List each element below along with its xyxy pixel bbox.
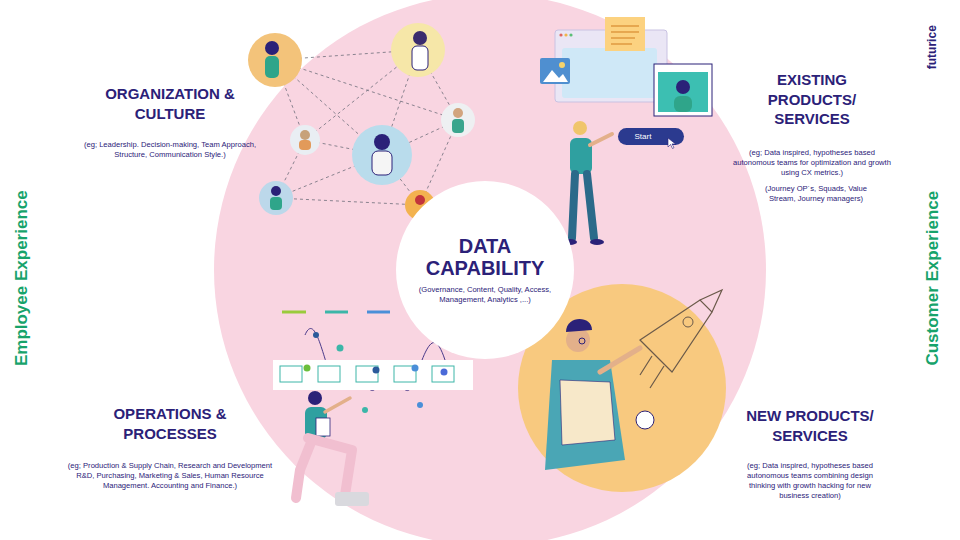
standing-man — [563, 121, 612, 245]
art-rect — [658, 72, 708, 112]
button-label: Start — [635, 132, 652, 142]
art-line — [590, 134, 612, 145]
art-line — [572, 174, 575, 238]
art-circle — [214, 0, 766, 540]
art-rect — [318, 366, 340, 382]
art-circle — [559, 62, 565, 68]
network-people — [248, 23, 475, 220]
art-path — [640, 290, 722, 388]
art-rect — [570, 138, 592, 174]
art-rect — [316, 418, 330, 436]
section-description: (eg; Data inspired, hypotheses based aut… — [734, 461, 886, 500]
side-label: Customer Experience — [923, 191, 943, 366]
art-circle — [413, 31, 427, 45]
art-circle — [259, 181, 293, 215]
node-title: DATA CAPABILITY — [417, 235, 554, 279]
art-circle — [352, 125, 412, 185]
art-rect — [273, 360, 473, 390]
section-heading: OPERATIONS & PROCESSES — [85, 404, 255, 443]
art-line — [587, 174, 594, 238]
art-rect — [372, 151, 392, 175]
art-circle — [569, 33, 572, 36]
art-circle — [308, 391, 322, 405]
art-circle — [573, 121, 587, 135]
art-rect — [452, 119, 464, 133]
art-path — [566, 319, 592, 332]
pink-ring — [214, 0, 766, 540]
art-circle — [683, 317, 693, 327]
art-rect — [265, 56, 279, 78]
section-heading: EXISTING PRODUCTS/ SERVICES — [737, 70, 887, 129]
art-circle — [248, 33, 302, 87]
art-line — [276, 198, 420, 205]
art-circle — [417, 402, 423, 408]
node-subtitle: (Governance, Content, Quality, Access, M… — [417, 285, 554, 305]
art-rect — [280, 366, 302, 382]
section-description: (eg; Production & Supply Chain, Research… — [63, 461, 278, 491]
art-circle — [676, 80, 690, 94]
art-line — [367, 311, 390, 314]
art-rect — [605, 17, 645, 51]
art-line — [325, 311, 348, 314]
art-circle — [415, 195, 425, 205]
art-rect — [540, 58, 570, 84]
art-circle — [391, 23, 445, 77]
art-line — [611, 25, 639, 26]
sitting-person — [296, 391, 369, 506]
art-circle — [300, 130, 310, 140]
art-line — [282, 311, 306, 314]
art-circle — [579, 338, 585, 344]
art-path — [296, 440, 312, 498]
art-circle — [564, 33, 567, 36]
art-path — [668, 138, 676, 149]
section-heading: ORGANIZATION & CULTURE — [85, 84, 255, 123]
art-line — [325, 398, 350, 412]
node-text-wrap: DATA CAPABILITY (Governance, Content, Qua… — [417, 235, 554, 305]
art-circle — [636, 411, 654, 429]
art-circle — [337, 345, 344, 352]
section-description: (eg; Data inspired, hypotheses based aut… — [732, 148, 892, 178]
art-line — [611, 31, 639, 32]
art-circle — [412, 365, 419, 372]
brand-logo: futurice — [925, 25, 939, 69]
art-rect — [412, 46, 428, 70]
art-rect — [270, 197, 282, 210]
art-circle — [441, 369, 448, 376]
art-rect — [299, 140, 311, 150]
art-path — [543, 70, 568, 82]
art-rect — [674, 96, 692, 112]
art-circle — [559, 33, 562, 36]
browser-windows — [540, 17, 712, 149]
art-circle — [441, 103, 475, 137]
art-rect — [562, 48, 657, 98]
art-circle — [271, 186, 281, 196]
section-description: (eg; Leadership. Decision-making, Team A… — [81, 140, 259, 160]
art-circle — [373, 367, 380, 374]
art-circle — [362, 407, 368, 413]
art-rect — [335, 492, 369, 506]
art-line — [611, 37, 635, 38]
circle-shape — [396, 181, 574, 359]
art-path — [545, 360, 625, 470]
art-path — [640, 300, 712, 372]
rocket-person — [545, 290, 722, 470]
section-heading: NEW PRODUCTS/ SERVICES — [735, 406, 885, 445]
art-rect — [432, 366, 454, 382]
art-line — [611, 43, 632, 44]
art-line — [600, 348, 640, 372]
art-ellipse — [590, 239, 604, 245]
art-path — [560, 380, 615, 445]
art-circle — [453, 108, 463, 118]
art-circle — [290, 125, 320, 155]
data-capability-circle: DATA CAPABILITY (Governance, Content, Qua… — [395, 180, 575, 360]
art-circle — [265, 41, 279, 55]
art-circle — [304, 365, 311, 372]
section-note: (Journey OP´s, Squads, Value Stream, Jou… — [752, 184, 880, 204]
art-circle — [374, 134, 390, 150]
art-circle — [313, 332, 319, 338]
side-label: Employee Experience — [12, 190, 32, 366]
art-rect — [654, 64, 712, 116]
